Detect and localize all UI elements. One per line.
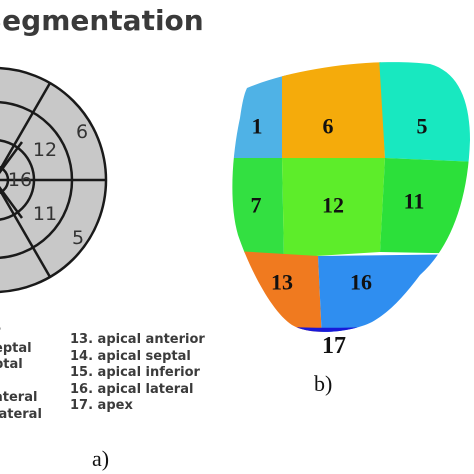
legend-item: 16. apical lateral — [70, 381, 194, 397]
segment-label: 1 — [252, 114, 263, 139]
legend-item: r — [0, 324, 42, 341]
legend-item: 15. apical inferior — [70, 365, 200, 380]
segment-label: 16 — [350, 270, 372, 295]
segment-label: 5 — [417, 114, 428, 139]
segment-label: 7 — [251, 193, 262, 218]
legend-item: lateral — [0, 406, 42, 422]
segment-16 — [318, 254, 470, 332]
caption-b: b) — [314, 371, 333, 396]
legend-item: eptal — [0, 340, 32, 356]
legend-item: 17. apex — [70, 398, 133, 413]
segment-6 — [282, 62, 385, 158]
bullseye-divider — [0, 141, 24, 174]
segment-11 — [380, 158, 470, 254]
bullseye-label: 12 — [33, 139, 57, 161]
legend-item: 13. apical anterior — [70, 332, 205, 347]
segment-label: 6 — [323, 114, 334, 139]
segment-1 — [232, 62, 290, 158]
legend-item: 14. apical septal — [70, 348, 191, 364]
legend-left: r eptal ptal ateral lateral — [0, 324, 42, 423]
segment-label: 11 — [404, 189, 425, 214]
legend-item: ateral — [0, 390, 38, 405]
segment-label: 13 — [271, 270, 293, 295]
segment-13 — [232, 250, 322, 332]
bullseye-label: 16 — [8, 169, 32, 191]
segment-5 — [378, 62, 470, 162]
bullseye-label: 11 — [33, 203, 57, 225]
bullseye-label: 6 — [76, 121, 88, 143]
legend-item: ptal — [0, 357, 23, 372]
bullseye-divider — [0, 82, 52, 173]
segment-17-label: 17 — [322, 333, 346, 359]
legend-right: 13. apical anterior 14. apical septal 15… — [70, 332, 205, 415]
panel-a-title: Segmentation — [0, 4, 204, 37]
bullseye-divider — [0, 187, 52, 278]
caption-a: a) — [92, 446, 110, 471]
bullseye-label: 5 — [72, 227, 84, 249]
segment-12 — [282, 158, 385, 258]
segment-label: 12 — [322, 193, 344, 218]
bullseye-divider — [0, 186, 24, 219]
